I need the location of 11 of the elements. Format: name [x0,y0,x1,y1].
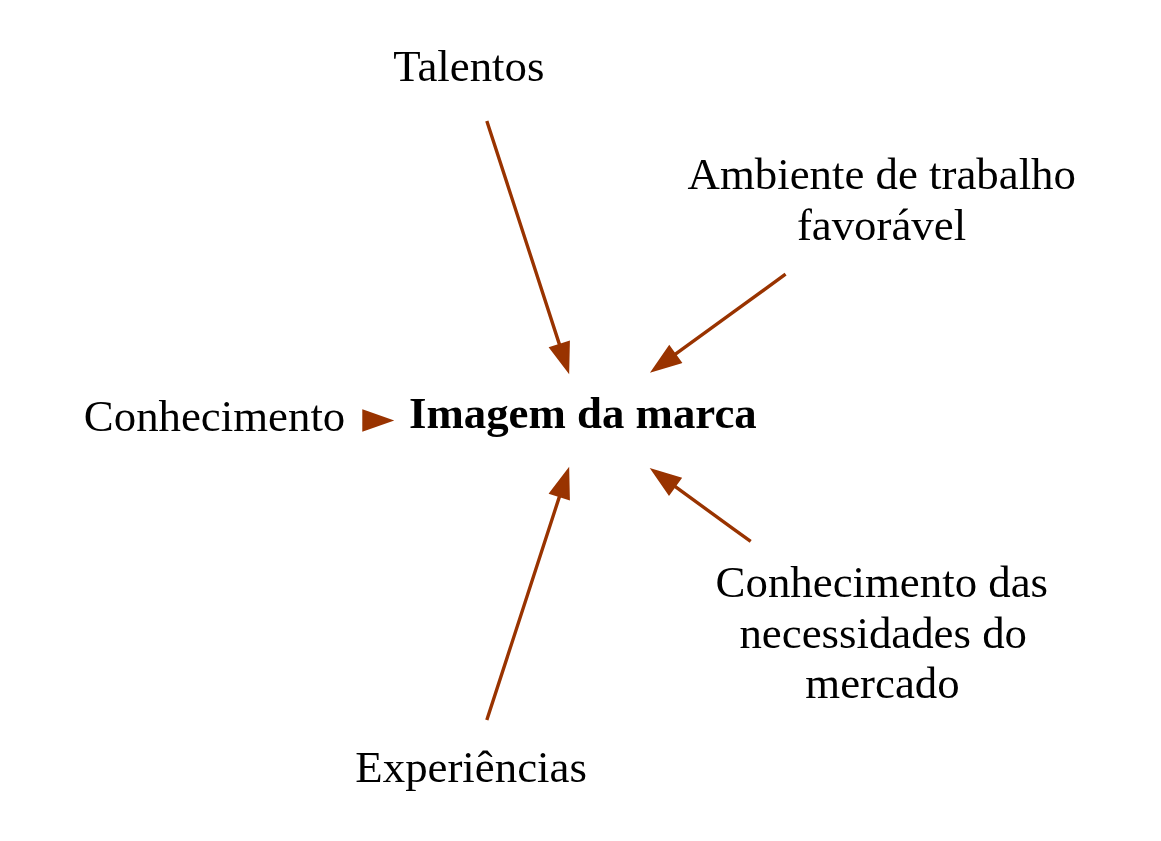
arrow [649,272,787,373]
node-text: Imagem da marca [408,388,757,439]
arrow [485,466,570,721]
node-text: Conhecimento [83,391,346,442]
node-text: Talentos [393,40,545,91]
arrow [485,120,570,375]
arrow [362,409,395,432]
node-text: Conhecimento das necessidades do mercado [715,557,1049,709]
arrow [649,468,752,543]
node-text: Ambiente de trabalho favorável [687,149,1076,250]
node-text: Experiências [355,741,587,792]
